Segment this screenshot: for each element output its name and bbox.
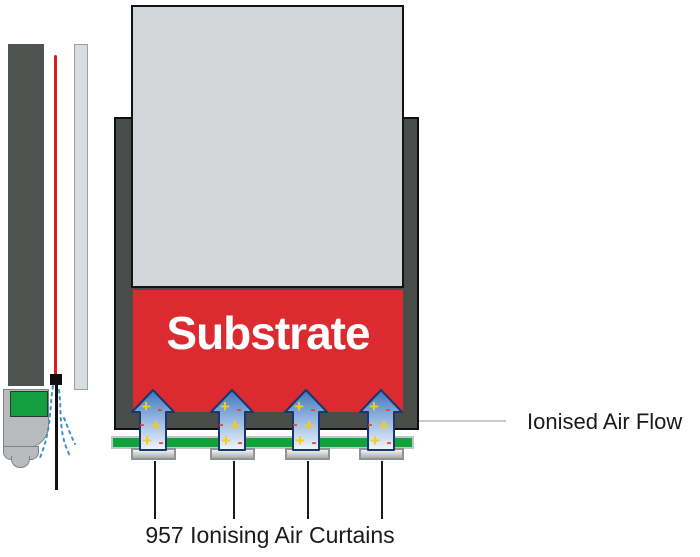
- plus-icon: +: [151, 416, 161, 435]
- substrate-label: Substrate: [166, 307, 370, 359]
- plus-icon: +: [379, 416, 389, 435]
- plus-icon: +: [230, 416, 240, 435]
- minus-icon: -: [368, 416, 373, 433]
- minus-icon: -: [140, 416, 145, 433]
- curtain-pointer-line: [154, 461, 156, 519]
- probe-connector-block: [50, 374, 62, 385]
- plus-icon: +: [142, 431, 152, 450]
- curtain-pointer-line: [381, 461, 383, 519]
- side-light-bar: [74, 44, 88, 390]
- minus-icon: -: [158, 401, 163, 418]
- plus-icon: +: [220, 397, 230, 416]
- plus-icon: +: [370, 431, 380, 450]
- air-curtains-caption: 957 Ionising Air Curtains: [145, 522, 395, 548]
- ionised-air-arrow-icon: + - - + + -: [210, 389, 254, 451]
- side-panel-bar: [8, 44, 44, 386]
- plus-icon: +: [295, 431, 305, 450]
- ionised-air-arrow-icon: + - - + + -: [359, 389, 403, 451]
- plus-icon: +: [141, 397, 151, 416]
- minus-icon: -: [312, 434, 317, 451]
- curtain-pointer-line: [307, 461, 309, 519]
- minus-icon: -: [219, 416, 224, 433]
- ionised-air-arrow-icon: + - - + + -: [131, 389, 175, 451]
- curtain-pointer-line: [233, 461, 235, 519]
- minus-icon: -: [159, 434, 164, 451]
- minus-icon: -: [238, 434, 243, 451]
- substrate-carrier-panel: [131, 5, 404, 288]
- substrate-block: [133, 290, 403, 412]
- emitter-red-line: [54, 55, 57, 377]
- ionised-air-arrow-icon: + - - + + -: [284, 389, 328, 451]
- plus-icon: +: [369, 397, 379, 416]
- plus-icon: +: [221, 431, 231, 450]
- ioniser-green-window: [10, 391, 48, 417]
- probe-wire-line: [55, 384, 58, 490]
- minus-icon: -: [386, 401, 391, 418]
- plus-icon: +: [294, 397, 304, 416]
- minus-icon: -: [387, 434, 392, 451]
- minus-icon: -: [237, 401, 242, 418]
- ion-flow-dashes-icon: [38, 385, 76, 461]
- minus-icon: -: [293, 416, 298, 433]
- plus-icon: +: [304, 416, 314, 435]
- air-curtain-rail: [111, 436, 414, 449]
- ionised-air-flow-label: Ionised Air Flow: [527, 409, 683, 434]
- air-flow-leader-line: [419, 420, 506, 422]
- minus-icon: -: [311, 401, 316, 418]
